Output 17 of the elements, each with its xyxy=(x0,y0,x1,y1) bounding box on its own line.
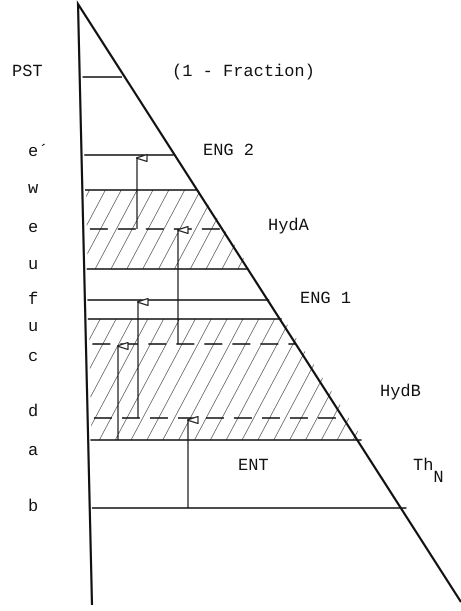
text-label: ENG 2 xyxy=(203,142,254,162)
text-label: (1 - Fraction) xyxy=(172,63,315,83)
text-label: a xyxy=(28,442,38,462)
text-label: ENG 1 xyxy=(300,290,352,310)
text-label: ENT xyxy=(238,457,269,477)
text-label: c xyxy=(28,348,38,368)
text-label: HydA xyxy=(268,217,309,237)
text-label: e xyxy=(28,219,38,239)
text-label: f xyxy=(28,291,38,311)
text-label: e´ xyxy=(28,143,48,163)
text-label: u xyxy=(28,318,38,338)
text-label: b xyxy=(28,498,38,518)
text-label: PST xyxy=(12,63,43,83)
text-label: d xyxy=(28,403,38,423)
text-label: w xyxy=(28,180,38,200)
text-label: HydB xyxy=(380,383,421,403)
text-label: u xyxy=(28,256,38,276)
